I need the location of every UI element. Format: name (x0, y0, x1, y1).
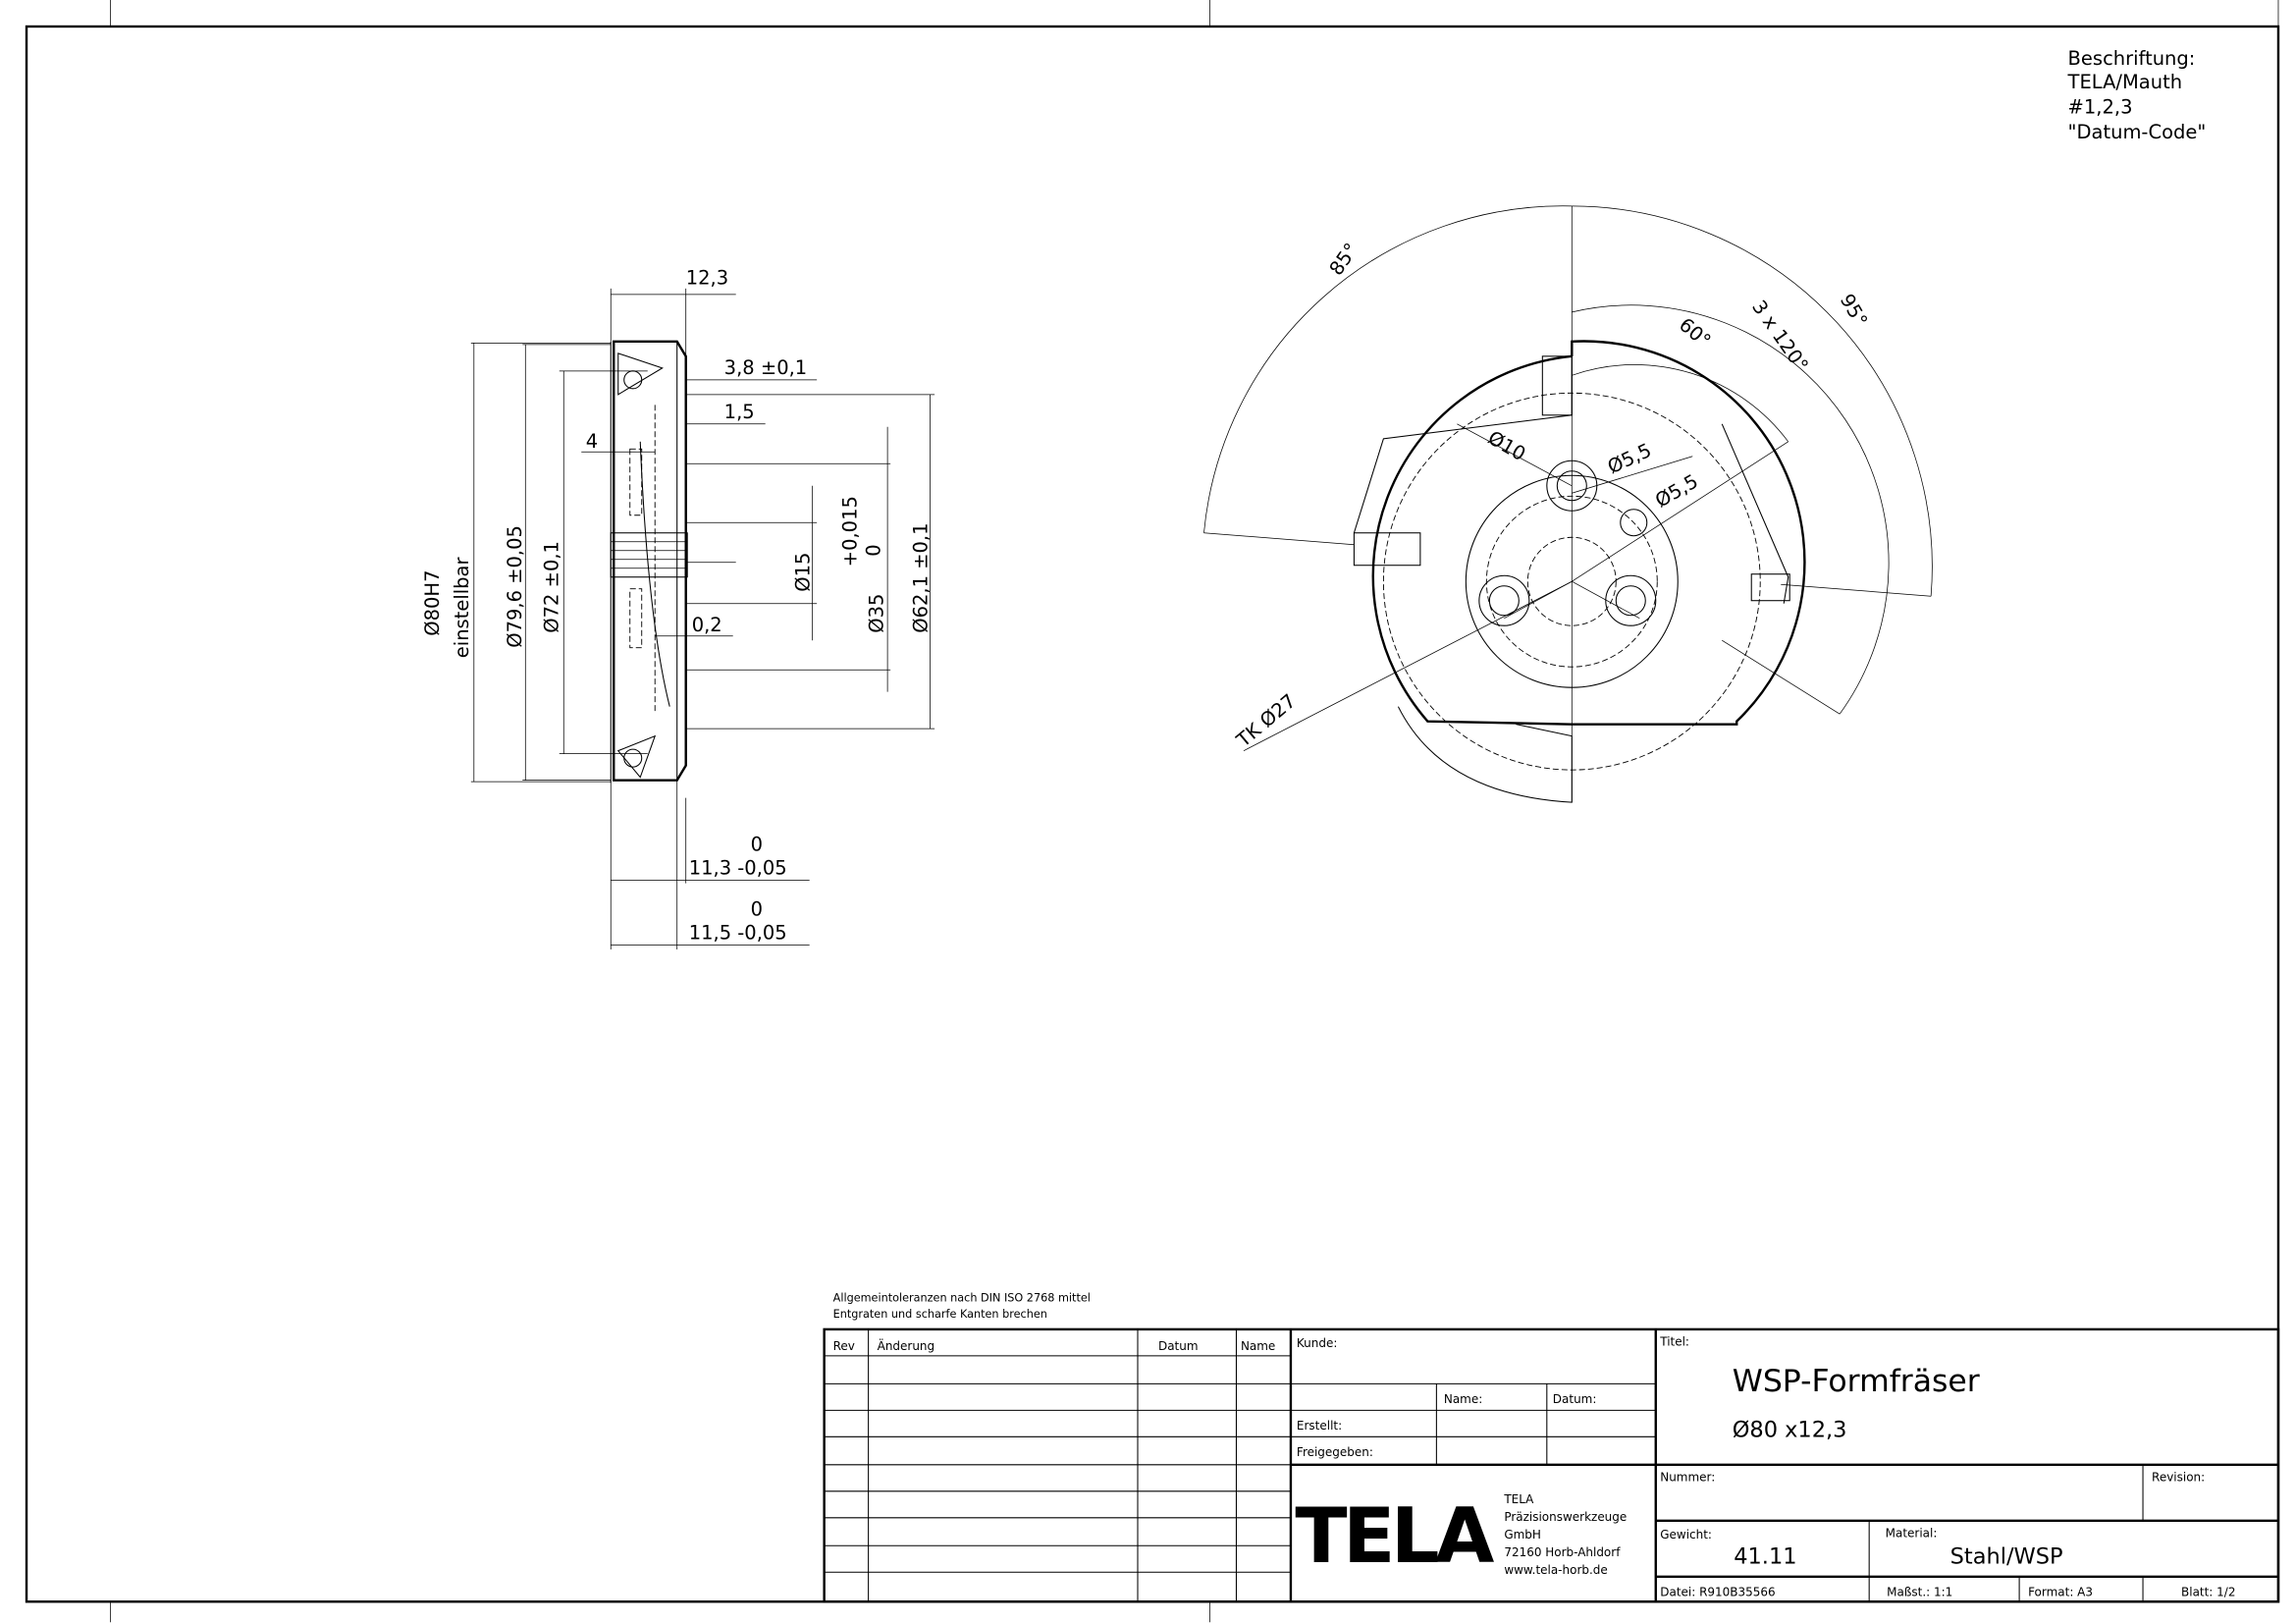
scale-label: Maßst.: 1:1 (1887, 1585, 1952, 1598)
dim-d62: Ø62,1 ±0,1 (910, 522, 933, 632)
col-change: Änderung (878, 1338, 935, 1353)
dim-tol: 0 (751, 898, 763, 921)
note-line: "Datum-Code" (2068, 121, 2207, 143)
approval-block: Kunde: Name: Datum: Erstellt: Freigegebe… (1290, 1328, 2278, 1602)
front-view-dimensions (1203, 205, 1933, 803)
angle-85: 85° (1325, 239, 1363, 279)
note-line: Beschriftung: (2068, 47, 2196, 70)
number-label: Nummer: (1660, 1470, 1715, 1484)
approved-label: Freigegeben: (1297, 1445, 1373, 1459)
deburr-note: Entgraten und scharfe Kanten brechen (833, 1308, 1047, 1321)
front-view: 85° 60° 3 x 120° 95° Ø10 Ø5,5 Ø5,5 TK Ø2… (1203, 205, 1933, 803)
dim-d15: Ø15 (792, 553, 815, 592)
company-line: GmbH (1504, 1528, 1541, 1542)
dim-11-3: 11,3 -0,05 (689, 857, 787, 880)
side-view-part (610, 340, 688, 784)
tolerance-note: Allgemeintoleranzen nach DIN ISO 2768 mi… (833, 1291, 1091, 1304)
angle-95: 95° (1836, 290, 1872, 330)
angle-3x120: 3 x 120° (1747, 297, 1813, 376)
weight-label: Gewicht: (1660, 1528, 1712, 1542)
company-line: 72160 Horb-Ahldorf (1504, 1545, 1621, 1559)
created-label: Erstellt: (1297, 1419, 1342, 1433)
note-line: TELA/Mauth (2067, 71, 2183, 93)
company-line: www.tela-horb.de (1504, 1563, 1607, 1577)
file-label: Datei: R910B35566 (1660, 1585, 1775, 1598)
dim-11-5: 11,5 -0,05 (689, 922, 787, 945)
company-line: Präzisionswerkzeuge (1504, 1510, 1627, 1524)
side-view-labels: 12,3 3,8 ±0,1 1,5 4 0,2 Ø80H7 einstellba… (421, 266, 933, 944)
dim-width: 12,3 (686, 266, 728, 289)
company-block: TELA TELA Präzisionswerkzeuge GmbH 72160… (1295, 1492, 1627, 1581)
dim-bore: Ø80H7 (421, 570, 444, 636)
sheet-label: Blatt: 1/2 (2181, 1585, 2235, 1598)
dim-tol-upper: +0,015 (839, 496, 862, 567)
front-view-part (1353, 340, 1806, 803)
note-line: #1,2,3 (2068, 95, 2133, 118)
dim-tol-lower: 0 (863, 544, 885, 556)
dim-tol: 0 (751, 834, 763, 856)
weight-value: 41.11 (1734, 1543, 1796, 1569)
drawing-subtitle: Ø80 x12,3 (1733, 1417, 1847, 1442)
dim-4: 4 (586, 430, 598, 453)
title-label: Titel: (1659, 1334, 1689, 1348)
dim-d35: Ø35 (866, 594, 888, 633)
front-view-labels: 85° 60° 3 x 120° 95° Ø10 Ø5,5 Ø5,5 TK Ø2… (1232, 239, 1872, 752)
drawing-title: WSP-Formfräser (1733, 1364, 1980, 1399)
info-block: Nummer: Revision: Gewicht: 41.11 Materia… (1655, 1464, 2278, 1602)
company-line: TELA (1503, 1492, 1534, 1506)
name-label: Name: (1444, 1392, 1482, 1406)
dim-d79: Ø79,6 ±0,05 (504, 525, 526, 648)
dim-d72: Ø72 ±0,1 (540, 541, 562, 633)
dim-adjustable: einstellbar (451, 557, 473, 659)
col-name: Name (1241, 1339, 1275, 1353)
date-label: Datum: (1553, 1392, 1597, 1406)
marking-note: Beschriftung: TELA/Mauth #1,2,3 "Datum-C… (2067, 47, 2207, 143)
dim-3-8: 3,8 ±0,1 (724, 356, 808, 379)
dim-0-2: 0,2 (692, 614, 722, 636)
side-view-dimensions (470, 288, 935, 950)
material-label: Material: (1886, 1526, 1938, 1540)
revision-label: Revision: (2152, 1470, 2205, 1484)
col-rev: Rev (833, 1339, 855, 1353)
format-label: Format: A3 (2028, 1585, 2093, 1598)
dim-d5-5: Ø5,5 (1604, 439, 1655, 478)
revision-table: Rev Änderung Datum Name (824, 1328, 1293, 1602)
side-view: 12,3 3,8 ±0,1 1,5 4 0,2 Ø80H7 einstellba… (421, 266, 935, 950)
dim-d5-5: Ø5,5 (1651, 470, 1702, 513)
company-logo: TELA (1295, 1492, 1494, 1581)
title-area: Titel: WSP-Formfräser Ø80 x12,3 (1659, 1334, 1980, 1442)
dim-tk: TK Ø27 (1232, 689, 1301, 752)
col-date: Datum (1158, 1339, 1199, 1353)
dim-1-5: 1,5 (724, 401, 755, 423)
customer-label: Kunde: (1297, 1336, 1337, 1350)
title-block: Rev Änderung Datum Name Kunde: Name: Dat… (823, 1327, 2280, 1603)
material-value: Stahl/WSP (1950, 1543, 2063, 1569)
angle-60: 60° (1675, 313, 1715, 352)
